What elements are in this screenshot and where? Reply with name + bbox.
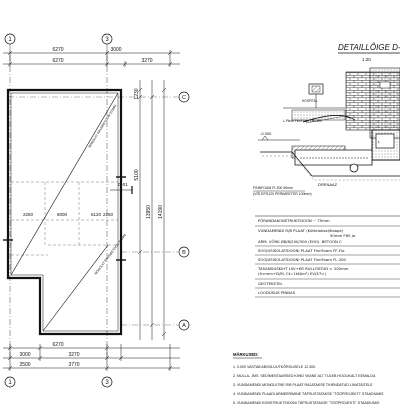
- layer-row-6: TASANDUSKIHT LIIV+KR RULLITATUD > 200mm: [257, 266, 349, 271]
- note-5: 5. VUNDAMENDI KONSTRUKTSIOONI TÄPSUSTATA…: [233, 401, 380, 405]
- svg-text:1: 1: [8, 380, 12, 386]
- svg-text:B: B: [182, 250, 186, 256]
- svg-text:HOSPITAL: HOSPITAL: [302, 99, 318, 103]
- grid-axis-right-c: C: [8, 91, 190, 103]
- diagonal-label-2: MONOLIIT RAUDBETOON 200MM: [94, 233, 128, 276]
- callout-drenaaz: DRENAAZ: [318, 182, 338, 187]
- grid-axis-right-a: A: [121, 319, 190, 331]
- drain-pipe: [349, 163, 359, 173]
- layer-table: PÕRANDAKONSTRUKTSIOON ~ 75mm VUNDAMENDI …: [255, 215, 400, 298]
- svg-text:-0.300: -0.300: [260, 131, 272, 136]
- dimension-chain-right: [137, 80, 167, 340]
- layer-row-5: SOOJUSISOLATSIOONI PLAAT FinnFoam FL-300: [258, 257, 347, 262]
- dim-top-2: 6270: [52, 58, 63, 64]
- layer-row-2: VUNDAMENDI R/B PLAAT (Kütteloksal/Kaape): [258, 228, 344, 233]
- foundation-outline: [6, 88, 123, 336]
- grid-axis-top-3: 3: [101, 33, 113, 360]
- layer-row-6b: (fr>mm+D/M, Ct=1kN/m²) EV(E7>): [258, 271, 326, 276]
- detail-scale: 1:20: [362, 57, 371, 62]
- grid-axis-bottom-3: 3: [101, 376, 113, 388]
- dim-right-3: 13950: [146, 205, 152, 219]
- layer-row-8: LOODUSLIK PINNAS: [258, 290, 296, 295]
- svg-text:3: 3: [105, 380, 109, 386]
- column-section: [369, 67, 400, 139]
- dim-top-3: 3000: [110, 47, 121, 53]
- dim-bottom-1: 6270: [52, 342, 63, 348]
- foundation-plan: 1 3 6270 6270 3000 3270: [3, 33, 190, 388]
- layer-row-2b: 50mm F60 ja: [330, 233, 355, 238]
- dim-top-4: 3270: [141, 58, 152, 64]
- dim-bottom-4: 2500: [19, 362, 30, 368]
- dim-right-2: 5100: [134, 169, 140, 180]
- note-3: 3. VUNDAMENDI MONOLIITNE R/B PLAAT RAJAT…: [233, 383, 373, 387]
- diagonal-label-1: MONOLIIT RAUDBETOON 200MM: [87, 104, 117, 149]
- dim-mid-2: 8000: [57, 212, 68, 217]
- note-1: 1. 0.000 VASTAB ABSOLUUTKÕRGUSELE 12.300…: [233, 364, 316, 369]
- notes-heading: MÄRKUSED:: [233, 352, 259, 357]
- svg-text:C: C: [182, 95, 186, 101]
- section-marker: D-01: [110, 182, 133, 194]
- callout-l-piirde: L-Piirde FinnFoam L80-300: [283, 119, 322, 123]
- post-detail: HOSPITAL: [302, 83, 324, 108]
- dim-bottom-5: 3770: [68, 362, 79, 368]
- layer-row-3: ARM. VÕRK Ø8/8/200/300 (EHO). BETOON C: [258, 239, 342, 244]
- notes-block: MÄRKUSED: 1. 0.000 VASTAB ABSOLUUTKÕRGUS…: [233, 352, 384, 405]
- dim-top-1: 6270: [52, 47, 63, 53]
- dim-mid-1: 2250: [23, 212, 34, 217]
- note-4: 4. VUNDAMENDI PLAADI ARMEERIMINE TÄPSUST…: [233, 392, 384, 396]
- grid-axis-top-1: 1: [4, 33, 16, 360]
- layer-row-7: GEOTEKSTIIL: [258, 281, 284, 286]
- detail-title: DETAILLÕIGE D-01: [338, 43, 400, 52]
- interior-dashed-lines: [11, 181, 118, 256]
- svg-text:3: 3: [105, 37, 109, 43]
- dim-right-4: 14190: [158, 205, 164, 219]
- note-2: 2. MULLA- JMS. SEDIMENTAARSED KIHID VIIA…: [233, 374, 376, 378]
- dim-mid-4: 2250: [103, 212, 114, 217]
- svg-text:A: A: [182, 323, 186, 329]
- dim-right-1: 1230: [134, 88, 140, 99]
- layer-row-4: SOOJUSISOLATSIOONI PLAAT FinnFoam FF-Flo: [258, 248, 345, 253]
- dimension-chain-top: [3, 50, 180, 67]
- dim-bottom-2: 3000: [19, 352, 30, 358]
- level-marker: -0.300: [258, 131, 300, 141]
- callout-eps: (VÕI EPS120 PERIMEETER 100mm): [253, 191, 312, 196]
- layer-row-1: PÕRANDAKONSTRUKTSIOON ~ 75mm: [258, 218, 330, 223]
- svg-text:1: 1: [8, 37, 12, 43]
- svg-text:D-01: D-01: [118, 182, 128, 187]
- dim-mid-3: 6120: [91, 212, 102, 217]
- section-detail: DETAILLÕIGE D-01 1:20 HOSPITAL L-Piirde …: [253, 43, 400, 196]
- dim-bottom-3: 3270: [68, 352, 79, 358]
- grid-axis-right-b: B: [121, 246, 190, 258]
- dimension-chain-bottom: [3, 344, 180, 371]
- callout-finnfoam: FINNFOAM FI-300 50mm: [253, 186, 293, 190]
- svg-text:L: L: [378, 139, 381, 144]
- grid-axis-bottom-1: 1: [4, 376, 16, 388]
